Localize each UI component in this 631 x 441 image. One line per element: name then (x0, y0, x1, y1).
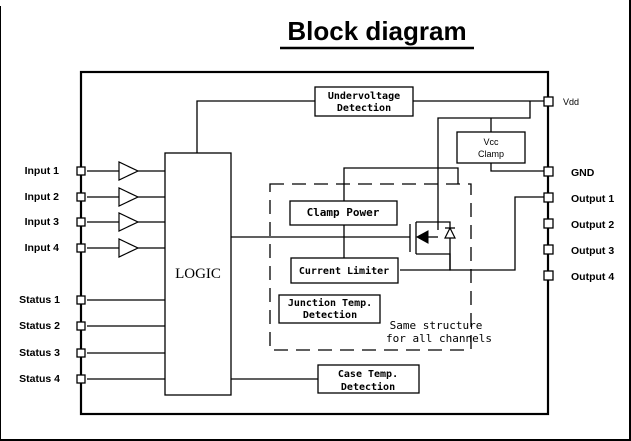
label-gnd: GND (571, 167, 595, 179)
label-status-1: Status 1 (19, 294, 60, 306)
label-input-4: Input 4 (25, 242, 60, 254)
clamp-power-label: Clamp Power (307, 206, 380, 219)
case-temp-label-line-2: Detection (341, 381, 395, 393)
logic-to-undervoltage-wire (196, 100, 315, 153)
logic-block (164, 152, 232, 396)
junction-temp-block (278, 294, 381, 324)
input-buffer-3 (118, 212, 140, 232)
vcc-clamp-block (456, 131, 526, 164)
pin-gnd (543, 166, 554, 177)
channel-note-line-1: Same structure (390, 319, 483, 332)
current-limiter-block (290, 257, 399, 284)
channel-note-line-2: for all channels (386, 332, 492, 345)
body-diode (444, 226, 456, 239)
logic-label: LOGIC (175, 266, 221, 282)
label-output-1: Output 1 (571, 193, 614, 205)
label-input-1: Input 1 (25, 165, 60, 177)
pin-output-2 (543, 218, 554, 229)
vdd-internal-rail (437, 101, 531, 230)
pin-status-2 (76, 321, 86, 331)
undervoltage-label-line-2: Detection (337, 102, 391, 114)
label-input-2: Input 2 (25, 191, 60, 203)
label-status-3: Status 3 (19, 347, 60, 359)
channel-boundary (269, 183, 472, 351)
vcc-clamp-label-line-1: Vcc (483, 137, 499, 147)
power-mosfet (400, 221, 451, 271)
input-channels (87, 161, 165, 258)
package-outline (79, 70, 550, 416)
input-buffer-1 (118, 161, 140, 181)
label-status-4: Status 4 (19, 373, 60, 385)
clamp-power-feedback-wire (343, 167, 459, 201)
pin-status-1 (76, 295, 86, 305)
label-vdd: Vdd (563, 97, 579, 107)
pin-output-3 (543, 244, 554, 255)
undervoltage-label-line-1: Undervoltage (328, 91, 400, 102)
pin-status-3 (76, 348, 86, 358)
pin-input-3 (76, 217, 86, 227)
case-temp-label-line-1: Case Temp. (338, 369, 398, 380)
right-pins (543, 96, 554, 281)
undervoltage-detection-block (314, 86, 414, 117)
pin-output-1 (543, 192, 554, 203)
label-output-4: Output 4 (571, 271, 614, 283)
clamp-to-gnd-wire (490, 163, 544, 172)
vcc-clamp-label-line-2: Clamp (478, 149, 504, 159)
current-limiter-label: Current Limiter (299, 265, 389, 277)
input-buffer-2 (118, 187, 140, 207)
junction-temp-label-line-2: Detection (303, 309, 357, 321)
pin-input-4 (76, 243, 86, 253)
label-output-3: Output 3 (571, 245, 614, 257)
label-input-3: Input 3 (25, 216, 60, 228)
diagram-title: Block diagram (287, 16, 466, 46)
label-status-2: Status 2 (19, 320, 60, 332)
pin-output-4 (543, 270, 554, 281)
status-lines (87, 299, 165, 380)
pin-vdd (543, 96, 554, 107)
case-temp-block (317, 364, 420, 394)
input-buffer-4 (118, 238, 140, 258)
pin-input-1 (76, 166, 86, 176)
pin-status-4 (76, 374, 86, 384)
mosfet-to-output-wire (449, 196, 544, 271)
label-output-2: Output 2 (571, 219, 614, 231)
pin-input-2 (76, 192, 86, 202)
junction-temp-label-line-1: Junction Temp. (288, 297, 372, 309)
left-pins (76, 166, 86, 384)
